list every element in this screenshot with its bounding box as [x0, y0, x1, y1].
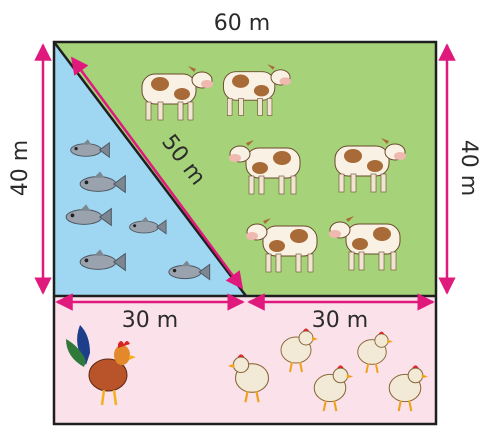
bottom-left-label: 30 m: [122, 308, 178, 333]
rooster-icon: [66, 325, 136, 406]
top-width-label: 60 m: [214, 11, 270, 36]
left-height-label: 40 m: [8, 140, 33, 196]
chicken-group: [66, 325, 430, 413]
diagonal-arrow: [70, 56, 244, 290]
field-outline: [52, 40, 438, 426]
right-height-label: 40 m: [456, 140, 481, 196]
bottom-right-label: 30 m: [312, 308, 368, 333]
